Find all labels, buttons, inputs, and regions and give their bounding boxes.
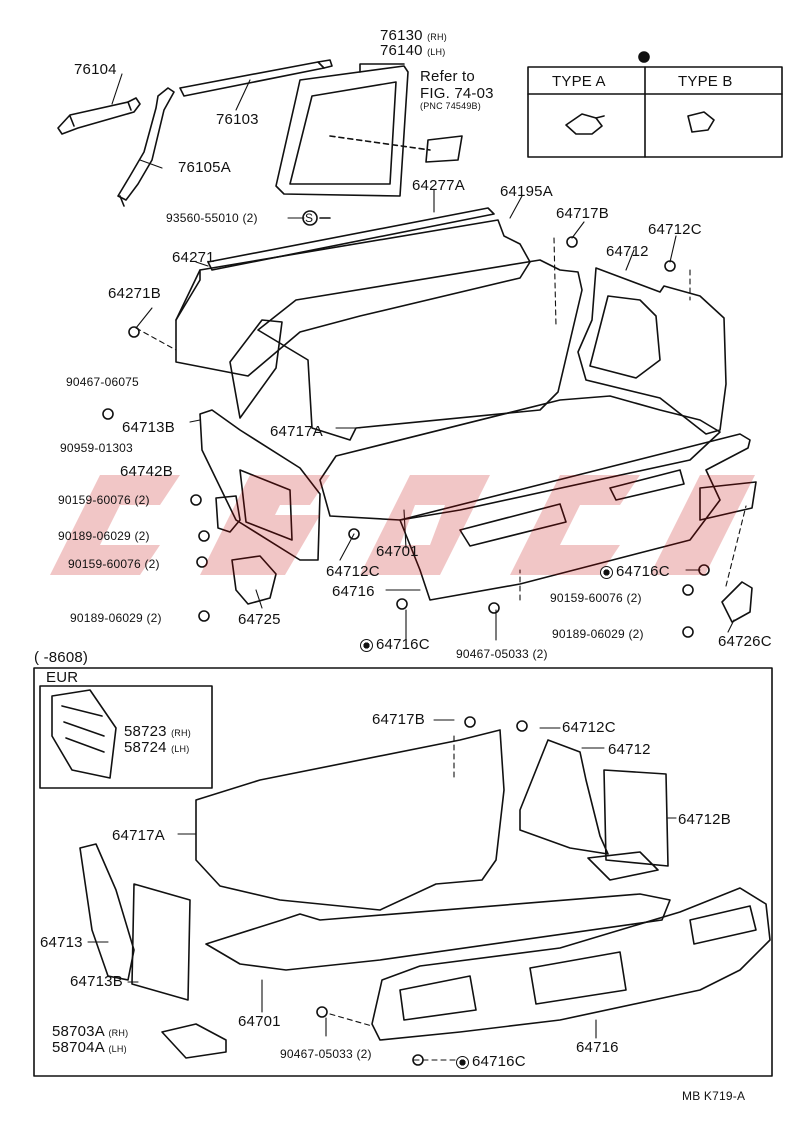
part-64712-bottom [519,739,659,881]
s-mark: S [305,211,314,225]
label-64712B: 64712B [678,811,731,828]
diagram-code: MB K719-A [682,1089,746,1103]
part-76130-panel [275,63,463,197]
label-64712C-bottom: 64712C [562,719,616,736]
label-64717A: 64717A [270,423,323,440]
label-90159-c: 90159-60076 (2) [550,591,642,605]
label-64712-bottom: 64712 [608,741,651,758]
refer-line-2: FIG. 74-03 [420,85,494,102]
type-b-header: TYPE B [678,73,733,90]
label-58724: 58724 (LH) [124,739,190,756]
part-64701-bottom [205,893,671,971]
label-64717B-b: 64717B [372,711,425,728]
label-64271: 64271 [172,249,215,266]
label-58703A: 58703A (RH) [52,1023,129,1040]
eur-frame [39,685,213,789]
refer-line-3: (PNC 74549B) [420,101,481,111]
label-64713B: 64713B [122,419,175,436]
bottom-frame [33,667,773,1077]
part-64725 [231,555,277,605]
label-76105A: 76105A [178,159,231,176]
label-64713: 64713 [40,934,83,951]
part-64716-bottom [371,887,771,1041]
label-64716C-c: 64716C [600,564,670,579]
label-90467-06075: 90467-06075 [66,375,139,389]
leader-lines-top [111,73,747,641]
leader-lines-bottom [87,719,677,1061]
part-64712-top [577,267,727,435]
label-64717A-bottom: 64717A [112,827,165,844]
label-76103: 76103 [216,111,259,128]
label-90189-a: 90189-06029 (2) [58,529,150,543]
label-64195A: 64195A [500,183,553,200]
label-64716: 64716 [332,583,375,600]
label-58723: 58723 (RH) [124,723,191,740]
label-64742B: 64742B [120,463,173,480]
label-64713B-bottom: 64713B [70,973,123,990]
circle-mark-icon [360,638,373,652]
label-64271B: 64271B [108,285,161,302]
part-58703A [161,1023,227,1059]
part-64271-tray [175,207,531,377]
label-76140: 76140 (LH) [380,42,446,59]
circle-mark-icon [456,1055,469,1069]
label-90159-b: 90159-60076 (2) [68,557,160,571]
part-76104 [57,97,141,135]
part-64701-top [319,395,721,521]
part-64713B [199,409,321,561]
label-64725: 64725 [238,611,281,628]
circle-mark-icon [600,565,613,579]
eur-label: EUR [46,669,79,686]
label-64712: 64712 [606,243,649,260]
label-58704A: 58704A (LH) [52,1039,127,1056]
part-64717A-bottom [195,729,505,911]
label-90467-bottom: 90467-05033 (2) [280,1047,372,1061]
label-90959-01303: 90959-01303 [60,441,133,455]
part-58723 [51,689,117,779]
label-64716C-bottom: 64716C [456,1054,526,1069]
label-76130: 76130 (RH) [380,27,447,44]
part-76103 [179,59,333,97]
fastener-icons [102,236,710,1066]
refer-line-1: Refer to [420,68,475,85]
label-64712C-b: 64712C [326,563,380,580]
label-90189-b: 90189-06029 (2) [70,611,162,625]
date-range: ( -8608) [34,649,89,666]
label-64716-bottom: 64716 [576,1039,619,1056]
part-76105A [117,87,175,207]
part-64717A [229,259,583,441]
label-64712C: 64712C [648,221,702,238]
label-90189-c: 90189-06029 (2) [552,627,644,641]
part-64716-top [399,433,757,601]
label-93560: 93560-55010 (2) [166,211,258,225]
label-64726C: 64726C [718,633,772,650]
label-64701: 64701 [376,543,419,560]
type-table [527,51,783,158]
part-64726C [721,581,753,623]
label-90159-a: 90159-60076 (2) [58,493,150,507]
label-64717B: 64717B [556,205,609,222]
label-64277A: 64277A [412,177,465,194]
label-64701-bottom: 64701 [238,1013,281,1030]
label-90467-05033: 90467-05033 (2) [456,647,548,661]
part-64713B-bottom [131,883,191,1001]
label-76104: 76104 [74,61,117,78]
part-64713-bottom [79,843,135,981]
type-a-header: TYPE A [552,73,606,90]
part-64712B [603,769,669,867]
label-64716C-a: 64716C [360,637,430,652]
part-64742B [215,495,241,533]
